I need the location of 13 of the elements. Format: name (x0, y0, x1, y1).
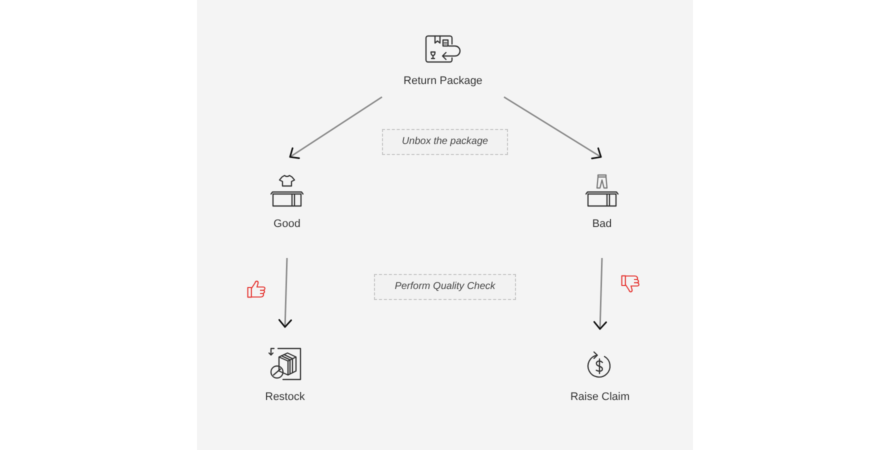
node-label: Raise Claim (570, 390, 630, 405)
node-label: Good (274, 217, 300, 232)
arrow (504, 96, 602, 160)
step-label: Perform Quality Check (394, 280, 496, 294)
node-label: Bad (592, 217, 612, 232)
step-box (374, 274, 516, 300)
node-label: Restock (265, 390, 305, 405)
arrow (593, 258, 607, 330)
step-box (382, 129, 508, 155)
arrow (289, 96, 382, 159)
node-label: Return Package (404, 74, 482, 89)
step-label: Unbox the package (402, 135, 488, 149)
arrow (278, 258, 292, 328)
